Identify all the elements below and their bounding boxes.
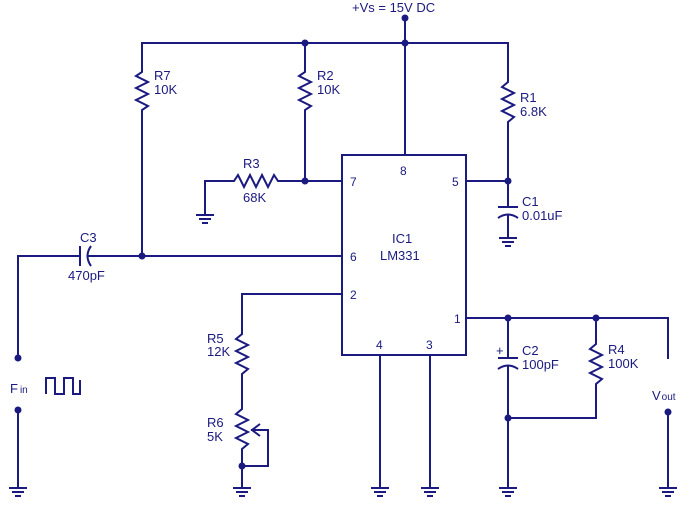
ground-icon — [499, 487, 517, 497]
ic-pin-8: 8 — [400, 164, 407, 178]
r6-value: 5K — [207, 429, 223, 444]
resistor-r2 — [296, 68, 314, 118]
r5-name: R5 — [207, 331, 224, 346]
c1-name: C1 — [522, 194, 539, 209]
square-wave-icon — [45, 377, 81, 395]
ic-pin-5: 5 — [452, 175, 459, 189]
ground-icon — [659, 487, 677, 497]
junction-dot — [504, 314, 512, 322]
r3-value: 68K — [243, 190, 266, 205]
ground-icon — [9, 487, 27, 497]
ground-icon — [421, 487, 439, 497]
resistors — [133, 68, 605, 455]
r1-value: 6.8K — [520, 104, 547, 119]
resistor-r4 — [587, 340, 605, 392]
ic-pin-4: 4 — [376, 338, 383, 352]
supply-terminal-dot — [401, 14, 409, 22]
r4-value: 100K — [608, 356, 639, 371]
wire-r4-bottom — [507, 391, 597, 419]
output-label: Vout — [652, 388, 676, 403]
r2-value: 10K — [317, 82, 340, 97]
wire-r6-wiper — [241, 429, 269, 467]
ground-icon — [371, 487, 389, 497]
r6-name: R6 — [207, 415, 224, 430]
resistor-r5 — [233, 330, 251, 380]
labels: +Vs = 15V DC IC1 LM331 8 7 5 6 2 1 4 3 R… — [10, 0, 676, 444]
capacitor-c2-plate-curved — [497, 364, 519, 370]
capacitors — [79, 206, 519, 370]
ground-icon — [499, 237, 517, 247]
wires — [17, 17, 669, 489]
c3-value: 470pF — [68, 268, 105, 283]
c2-value: 100pF — [522, 357, 559, 372]
junction-dot — [238, 462, 246, 470]
ic-designator: IC1 — [392, 231, 412, 246]
c3-name: C3 — [80, 230, 97, 245]
junction-dot — [138, 252, 146, 260]
r2-name: R2 — [317, 68, 334, 83]
c2-name: C2 — [522, 343, 539, 358]
junction-dot — [401, 39, 409, 47]
potentiometer-r6 — [233, 405, 251, 455]
resistor-r7 — [133, 68, 151, 118]
r7-value: 10K — [154, 82, 177, 97]
c2-polarity: + — [496, 343, 504, 358]
ic-pin-1: 1 — [454, 312, 461, 326]
ic-pin-3: 3 — [426, 338, 433, 352]
r3-name: R3 — [243, 156, 260, 171]
supply-label: +Vs = 15V DC — [352, 0, 435, 15]
junction-dot — [301, 177, 309, 185]
ic-pin-7: 7 — [350, 175, 357, 189]
junction-dot — [504, 177, 512, 185]
junction-dot — [301, 39, 309, 47]
r5-value: 12K — [207, 344, 230, 359]
r4-name: R4 — [608, 342, 625, 357]
ic-lm331-body — [341, 154, 467, 356]
capacitor-c3-plate-curved — [86, 245, 92, 267]
input-terminal-dot — [14, 406, 22, 414]
ic-pin-6: 6 — [350, 250, 357, 264]
c1-value: 0.01uF — [522, 208, 563, 223]
junctions — [14, 14, 672, 470]
grounds — [9, 214, 677, 497]
junction-dot — [504, 414, 512, 422]
input-terminal-dot — [14, 354, 22, 362]
capacitor-c1-plate-curved — [497, 213, 519, 219]
resistor-r3 — [230, 172, 282, 190]
output-terminal-dot — [664, 408, 672, 416]
ground-icon — [233, 487, 251, 497]
ic-pin-2: 2 — [350, 288, 357, 302]
ground-icon — [196, 214, 214, 224]
ic-part-number: LM331 — [380, 248, 420, 263]
resistor-r1 — [499, 78, 517, 130]
junction-dot — [592, 314, 600, 322]
r1-name: R1 — [520, 90, 537, 105]
wiper-arrow-icon — [250, 423, 261, 437]
r7-name: R7 — [154, 68, 171, 83]
